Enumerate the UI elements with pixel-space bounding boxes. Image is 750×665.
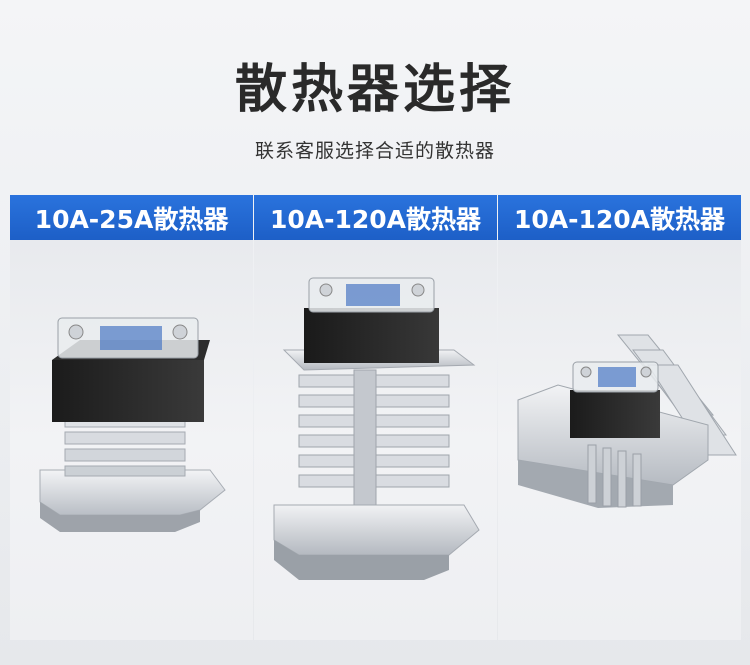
panel-header: 10A-120A散热器 [498,195,741,240]
page-title: 散热器选择 [234,60,515,120]
page-subtitle: 联系客服选择合适的散热器 [254,140,495,162]
product-panel-large[interactable]: 10A-120A散热器 [498,195,741,640]
heatsink-medium-image [273,277,480,580]
heatsink-small-image [39,317,226,532]
panel-header: 10A-120A散热器 [254,195,497,240]
heatsink-large-image [517,334,737,508]
product-panel-small[interactable]: 10A-25A散热器 [10,195,253,640]
panel-header: 10A-25A散热器 [10,195,253,240]
product-panel-medium[interactable]: 10A-120A散热器 [254,195,497,640]
